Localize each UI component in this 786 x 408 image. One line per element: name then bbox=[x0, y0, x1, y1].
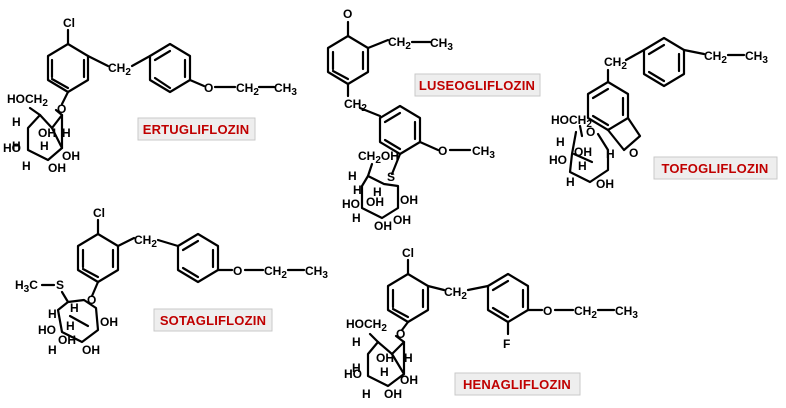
hena-oh3: OH bbox=[384, 387, 402, 401]
tofo-ring-o2: O bbox=[629, 146, 638, 160]
sota-ch3: CH3 bbox=[305, 264, 328, 281]
ertu-h5: H bbox=[22, 159, 31, 173]
tofogliflozin-label: TOFOGLIFLOZIN bbox=[661, 161, 768, 176]
luse-h1: H bbox=[348, 169, 357, 183]
tofo-h1: H bbox=[556, 135, 565, 149]
sota-phenyl-ring bbox=[176, 232, 220, 284]
hena-h2: H bbox=[404, 351, 413, 365]
luse-ch3: CH3 bbox=[430, 36, 453, 53]
luse-ring-s: S bbox=[387, 170, 395, 184]
sotagliflozin-label: SOTAGLIFLOZIN bbox=[160, 313, 266, 328]
ertu-ch2-label: CH2 bbox=[108, 61, 131, 78]
luse-oh4: OH bbox=[393, 213, 411, 227]
ertu-oh3: OH bbox=[48, 161, 66, 175]
tofo-oh2: OH bbox=[596, 177, 614, 191]
luseogliflozin-label: LUSEOGLIFLOZIN bbox=[419, 78, 535, 93]
tofo-oh1: OH bbox=[574, 145, 592, 159]
hena-ch2-bridge: CH2 bbox=[444, 285, 467, 302]
hena-ho: HO bbox=[344, 367, 362, 381]
hena-h5: H bbox=[362, 387, 371, 401]
henagliflozin-structure: Cl CH2 O CH2 CH3 F O HOCH2 H OH H H HO H… bbox=[344, 246, 638, 401]
ertu-oh2: OH bbox=[62, 149, 80, 163]
henagliflozin-label-box bbox=[454, 372, 581, 396]
ertu-ether-o: O bbox=[204, 81, 213, 95]
hena-ring-o: O bbox=[396, 327, 405, 341]
luse-h2: H bbox=[353, 183, 362, 197]
sota-oh2: OH bbox=[58, 333, 76, 347]
ertugliflozin-structure: Cl CH2 O CH2 CH3 O HOCH2 H OH H H HO bbox=[3, 16, 297, 175]
ertu-ch2-ethyl: CH2 bbox=[236, 81, 259, 98]
ertu-h3: H bbox=[12, 139, 21, 153]
luse-ch2-ethyl: CH2 bbox=[388, 35, 411, 52]
tofo-ch2-ethyl: CH2 bbox=[704, 49, 727, 66]
sota-oh3: OH bbox=[82, 343, 100, 357]
sota-h3c: H3C bbox=[15, 278, 38, 295]
luse-methoxy-o: O bbox=[438, 144, 447, 158]
ertugliflozin-label: ERTUGLIFLOZIN bbox=[143, 122, 250, 137]
luse-o-top: O bbox=[343, 7, 352, 21]
ertugliflozin-label-box bbox=[137, 117, 256, 141]
hena-h4: H bbox=[380, 365, 389, 379]
sota-ring-o: O bbox=[87, 293, 96, 307]
luse-oh1: OH bbox=[366, 195, 384, 209]
tofo-ho: HO bbox=[549, 153, 567, 167]
ertu-ch3: CH3 bbox=[274, 81, 297, 98]
hena-oh1: OH bbox=[376, 351, 394, 365]
sotagliflozin-structure: Cl CH2 O CH2 CH3 H3C S O H H OH HO H OH bbox=[15, 206, 328, 357]
sota-ho: HO bbox=[38, 323, 56, 337]
luse-methoxy-ch3: CH3 bbox=[472, 144, 495, 161]
luse-ch2oh: CH2OH bbox=[358, 149, 399, 166]
tofo-h3: H bbox=[578, 159, 587, 173]
ertu-h2: H bbox=[62, 126, 71, 140]
hena-ether-o: O bbox=[543, 304, 552, 318]
hena-ch3: CH3 bbox=[615, 304, 638, 321]
ertu-phenyl-ring bbox=[148, 42, 192, 94]
luse-h3: H bbox=[373, 185, 382, 199]
ertu-oh1: OH bbox=[38, 126, 56, 140]
ertu-h4: H bbox=[40, 139, 49, 153]
hena-h3: H bbox=[352, 361, 361, 375]
tofo-ch2-bridge: CH2 bbox=[604, 55, 627, 72]
luse-oh3: OH bbox=[374, 219, 392, 233]
luseogliflozin-label-box bbox=[414, 73, 541, 97]
tofogliflozin-label-box bbox=[653, 156, 778, 180]
hena-ch2-ethyl: CH2 bbox=[574, 304, 597, 321]
luseogliflozin-structure: O CH2 CH3 CH2 O CH3 S CH2OH H H H OH OH … bbox=[326, 7, 541, 233]
sota-ether-o: O bbox=[233, 264, 242, 278]
luse-oh2: OH bbox=[400, 193, 418, 207]
tofo-h2: H bbox=[606, 147, 615, 161]
hena-oh2: OH bbox=[400, 373, 418, 387]
sota-oh1: OH bbox=[100, 315, 118, 329]
ertu-hoch2: HOCH2 bbox=[7, 92, 48, 109]
sota-h3: H bbox=[66, 319, 75, 333]
tofo-ch3: CH3 bbox=[745, 49, 768, 66]
sota-ch2-ethyl: CH2 bbox=[264, 264, 287, 281]
luse-h4: H bbox=[352, 211, 361, 225]
sota-s-atom: S bbox=[56, 278, 64, 292]
luse-ho: HO bbox=[342, 197, 360, 211]
ertu-h1: H bbox=[12, 115, 21, 129]
sota-h1: H bbox=[48, 307, 57, 321]
sotagliflozin-label-box bbox=[153, 308, 273, 332]
hena-f-atom: F bbox=[503, 337, 510, 351]
sota-h2: H bbox=[70, 301, 79, 315]
hena-hoch2: HOCH2 bbox=[346, 317, 387, 334]
luse-ch2-bridge: CH2 bbox=[344, 97, 367, 114]
ertu-benzene-ring bbox=[46, 42, 90, 94]
tofo-h4: H bbox=[566, 175, 575, 189]
sota-h4: H bbox=[48, 343, 57, 357]
tofogliflozin-structure: CH2 CH2 CH3 O HOCH2 O H OH H HO H OH H T… bbox=[549, 36, 778, 191]
tofo-ring-o: O bbox=[586, 125, 595, 139]
ertu-ring-o: O bbox=[57, 102, 66, 116]
hena-h1: H bbox=[352, 335, 361, 349]
hena-cl-atom: Cl bbox=[402, 246, 414, 260]
ertu-cl-atom: Cl bbox=[63, 16, 75, 30]
tofo-hoch2: HOCH2 bbox=[551, 113, 592, 130]
ertu-ho: HO bbox=[3, 141, 21, 155]
sota-ch2-bridge: CH2 bbox=[134, 233, 157, 250]
henagliflozin-label: HENAGLIFLOZIN bbox=[463, 377, 571, 392]
sota-cl-atom: Cl bbox=[93, 206, 105, 220]
